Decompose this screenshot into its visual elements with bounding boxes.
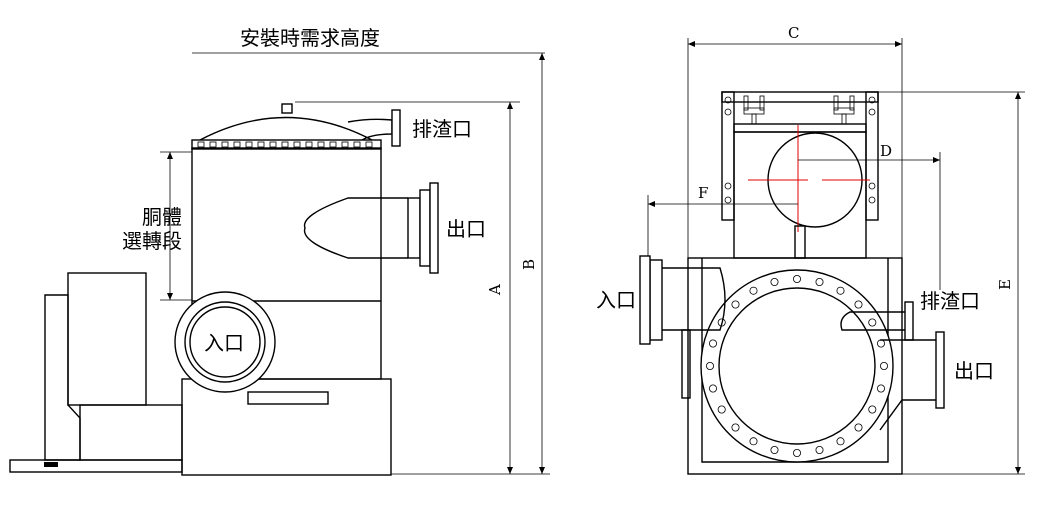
front-outlet-flange (935, 331, 945, 409)
bolt-hole (717, 405, 726, 414)
front-inlet-flange (639, 255, 651, 345)
side-view: 安裝時需求高度 (9, 26, 550, 476)
dim-c-label: C (788, 24, 799, 42)
body-cylinder (191, 147, 382, 380)
side-inlet-label: 入口 (204, 331, 244, 355)
bolt-hole (880, 361, 889, 370)
bolt-hole (868, 318, 877, 327)
bolt-hole (868, 405, 877, 414)
bolt-hole (836, 286, 845, 295)
install-height-label: 安裝時需求高度 (240, 26, 380, 50)
bolt-hole (793, 448, 802, 457)
bolt-hole (815, 445, 824, 454)
dim-d-label: D (880, 142, 892, 160)
motor-stand (9, 272, 183, 473)
body-section-label-2: 選轉段 (122, 229, 182, 253)
base-box (181, 378, 392, 476)
bolt-hole (706, 361, 715, 370)
bolt-hole (854, 423, 863, 432)
body-section-label-1: 胴體 (142, 205, 182, 229)
bolt-hole (731, 300, 740, 309)
bolt-hole (854, 300, 863, 309)
bolt-hole (749, 286, 758, 295)
dim-b-label: B (520, 259, 538, 270)
front-drain-label: 排渣口 (920, 289, 980, 313)
bolt-hole (770, 277, 779, 286)
top-frame (721, 91, 879, 103)
top-flange (191, 139, 382, 150)
flange-bolt-holes (706, 274, 889, 457)
main-flange (700, 269, 894, 463)
front-view: C D F (596, 24, 1025, 475)
bolt-hole (731, 423, 740, 432)
outlet-flange (429, 182, 439, 274)
front-drain-flange (904, 301, 914, 341)
bolt-hole (709, 339, 718, 348)
outlet-cone (303, 197, 408, 259)
dim-f-label: F (698, 184, 708, 202)
dome-lid (199, 116, 373, 141)
side-outlet-label: 出口 (446, 217, 486, 241)
lower-housing (687, 257, 903, 475)
bolt-hole (793, 274, 802, 283)
bolt-hole (770, 445, 779, 454)
front-inlet-label: 入口 (596, 288, 636, 312)
bolt-hole (749, 437, 758, 446)
bolt-hole (815, 277, 824, 286)
bolt-hole (709, 384, 718, 393)
side-drain-label: 排渣口 (412, 117, 472, 141)
dim-a-label: A (486, 284, 504, 296)
dim-e-label: E (996, 279, 1014, 290)
bolt-hole (877, 384, 886, 393)
front-outlet-label: 出口 (954, 359, 994, 383)
bolt-hole (836, 437, 845, 446)
drain-flange (391, 109, 401, 147)
